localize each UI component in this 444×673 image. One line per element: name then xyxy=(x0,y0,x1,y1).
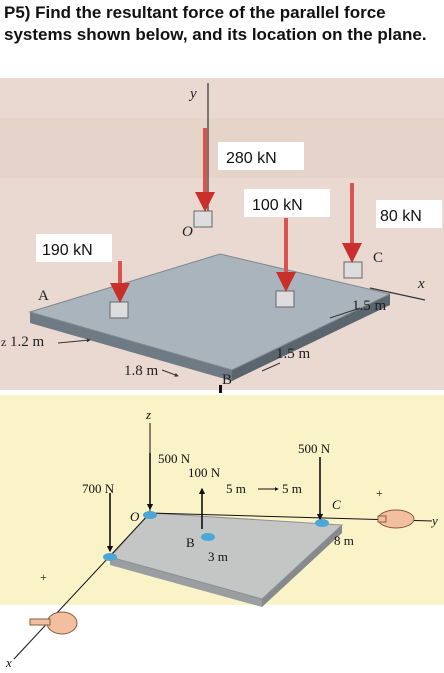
block-a xyxy=(109,301,129,319)
point2-o: O xyxy=(130,509,140,524)
x-axis-2 xyxy=(13,512,151,660)
separator-dash xyxy=(219,385,222,393)
plate-side xyxy=(30,312,232,381)
point-b: B xyxy=(222,372,232,388)
x-axis-label: x xyxy=(417,276,425,292)
plate2-side xyxy=(110,557,262,607)
block-100 xyxy=(275,290,295,308)
force2-label-700: 700 N xyxy=(82,481,115,496)
hand-icon-left xyxy=(29,611,78,635)
x-axis xyxy=(369,287,426,301)
pad-c xyxy=(315,519,329,527)
z-axis-label: z xyxy=(145,407,151,422)
force2-label-500b: 500 N xyxy=(298,441,331,456)
point-c: C xyxy=(373,250,383,266)
plus-sign-left: + xyxy=(40,570,47,584)
plus-sign-right: + xyxy=(376,486,383,500)
force-label-100: 100 kN xyxy=(252,197,303,214)
axis-z-label: z xyxy=(1,335,6,349)
y-axis-2-label: y xyxy=(430,513,438,528)
block-c xyxy=(343,261,363,279)
force-label-280: 280 kN xyxy=(226,150,277,167)
pad-b xyxy=(201,533,215,541)
problem-statement: P5) Find the resultant force of the para… xyxy=(4,3,427,44)
figure-1: y x 280 kN 100 kN 80 kN 190 kN O A B C z… xyxy=(0,78,444,390)
point2-c: C xyxy=(332,497,341,512)
force-label-190: 190 kN xyxy=(42,242,93,259)
point-o: O xyxy=(182,224,193,240)
point2-b: B xyxy=(186,535,195,550)
dim2-3m: 3 m xyxy=(208,549,228,564)
dim-1-5m-front: 1.5 m xyxy=(276,346,311,362)
plate-top xyxy=(28,253,392,371)
force2-label-100: 100 N xyxy=(188,465,221,480)
dim2-5m-b: 5 m xyxy=(282,481,302,496)
dim-1-8m: 1.8 m xyxy=(124,363,159,379)
dim2-5m-a: 5 m xyxy=(226,481,246,496)
x-axis-2-label: x xyxy=(5,655,12,670)
dim2-8m: 8 m xyxy=(334,533,354,548)
y-axis-label: y xyxy=(188,86,197,102)
hand-icon-right xyxy=(377,509,415,529)
force-label-80: 80 kN xyxy=(380,208,422,225)
pad-o xyxy=(143,511,157,519)
force2-label-500a: 500 N xyxy=(158,451,191,466)
pad-700 xyxy=(103,553,117,561)
dim-1-5m-right: 1.5 m xyxy=(352,298,387,314)
figure-2: z x y 500 N 100 N 700 N 500 N O B C 5 m … xyxy=(0,395,444,673)
dim-1-2m: 1.2 m xyxy=(10,334,45,350)
point-a: A xyxy=(38,288,49,304)
block-o xyxy=(193,210,213,228)
